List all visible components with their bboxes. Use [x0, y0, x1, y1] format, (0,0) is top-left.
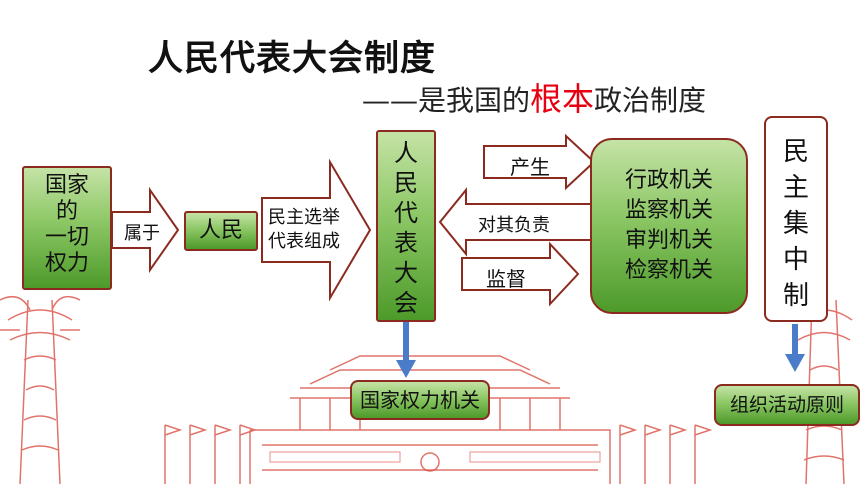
supervise-label: 监督 — [486, 267, 526, 291]
subtitle-suffix: 政治制度 — [594, 84, 707, 117]
power-line-1: 国家 — [44, 173, 89, 198]
organizing-principle-box: 组织活动原则 — [714, 384, 860, 426]
power-line-4: 权力 — [44, 251, 89, 276]
national-power-box: 国家 的 一切 权力 — [22, 166, 112, 290]
congress-char-6: 会 — [394, 289, 418, 317]
congress-char-2: 民 — [394, 169, 418, 197]
responsible-arrow — [438, 187, 595, 257]
centralism-char-3: 集 — [782, 209, 809, 239]
congress-char-1: 人 — [394, 139, 418, 167]
democratic-centralism-box: 民 主 集 中 制 — [764, 116, 828, 322]
centralism-char-5: 制 — [782, 281, 809, 311]
centralism-char-4: 中 — [782, 245, 809, 275]
organ-line-3: 审判机关 — [624, 228, 713, 253]
produce-arrow — [483, 133, 596, 191]
election-arrow — [261, 158, 372, 302]
centralism-char-1: 民 — [782, 137, 809, 167]
down-arrow-organ — [403, 322, 409, 362]
belong-arrow — [111, 186, 180, 274]
organ-line-1: 行政机关 — [624, 168, 713, 193]
election-label: 民主选举 代表组成 — [268, 206, 340, 254]
down-arrow-principle — [792, 324, 798, 356]
responsible-label: 对其负责 — [478, 215, 550, 236]
election-line-1: 民主选举 — [268, 207, 340, 228]
subtitle-highlight: 根本 — [530, 80, 595, 118]
congress-char-4: 表 — [394, 229, 418, 257]
supervise-arrow — [461, 241, 580, 307]
centralism-char-2: 主 — [782, 173, 809, 203]
organ-line-2: 监察机关 — [624, 198, 713, 223]
congress-char-5: 大 — [394, 259, 418, 287]
organ-line-4: 检察机关 — [624, 258, 713, 283]
page-subtitle: ——是我国的根本政治制度 — [362, 74, 706, 120]
belong-label: 属于 — [124, 223, 160, 244]
power-line-2: 的 — [55, 199, 78, 224]
produce-label: 产生 — [510, 155, 550, 179]
congress-char-3: 代 — [394, 199, 418, 227]
people-box: 人民 — [184, 211, 258, 251]
state-power-organ-box: 国家权力机关 — [350, 380, 490, 420]
state-organs-box: 行政机关 监察机关 审判机关 检察机关 — [590, 138, 748, 314]
power-line-3: 一切 — [44, 225, 89, 250]
congress-box: 人 民 代 表 大 会 — [376, 130, 436, 322]
subtitle-prefix: ——是我国的 — [362, 84, 531, 117]
page-title: 人民代表大会制度 — [148, 39, 437, 79]
election-line-2: 代表组成 — [268, 231, 340, 252]
